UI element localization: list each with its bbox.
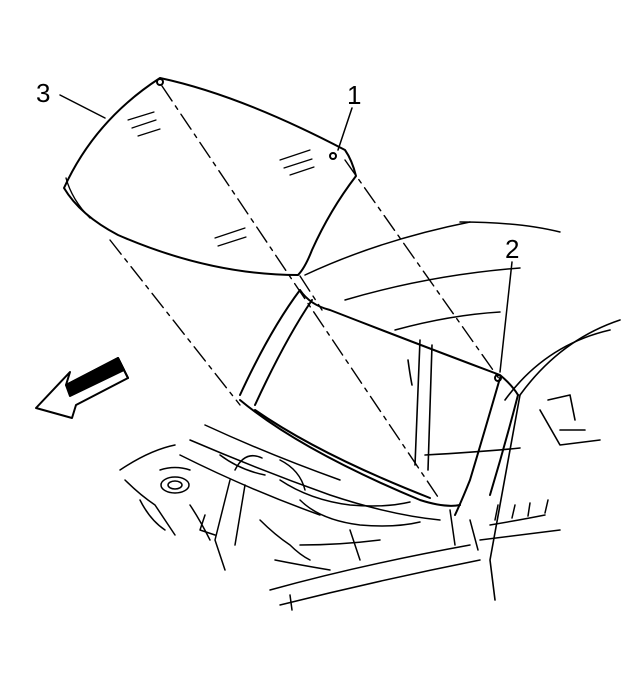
windshield-opening-frame — [239, 289, 519, 516]
front-direction-arrow-icon — [35, 357, 129, 419]
glass-corner-marker-right — [329, 152, 337, 160]
callout-leaders — [59, 94, 513, 373]
callout-1: 1 — [347, 80, 362, 110]
roof-panel — [304, 221, 561, 331]
leader-2 — [499, 261, 513, 373]
windshield-glass — [63, 77, 357, 276]
lower-body-lines — [269, 499, 561, 611]
a-pillar-door — [407, 319, 621, 601]
alignment-lines — [109, 85, 501, 501]
leader-1 — [337, 107, 353, 151]
leader-3 — [59, 94, 106, 119]
callout-3: 3 — [36, 78, 51, 108]
callout-2: 2 — [505, 234, 520, 264]
cowl-engine-bay — [119, 424, 441, 571]
frame-corner-marker — [494, 374, 502, 382]
glass-corner-marker-top — [156, 78, 164, 86]
